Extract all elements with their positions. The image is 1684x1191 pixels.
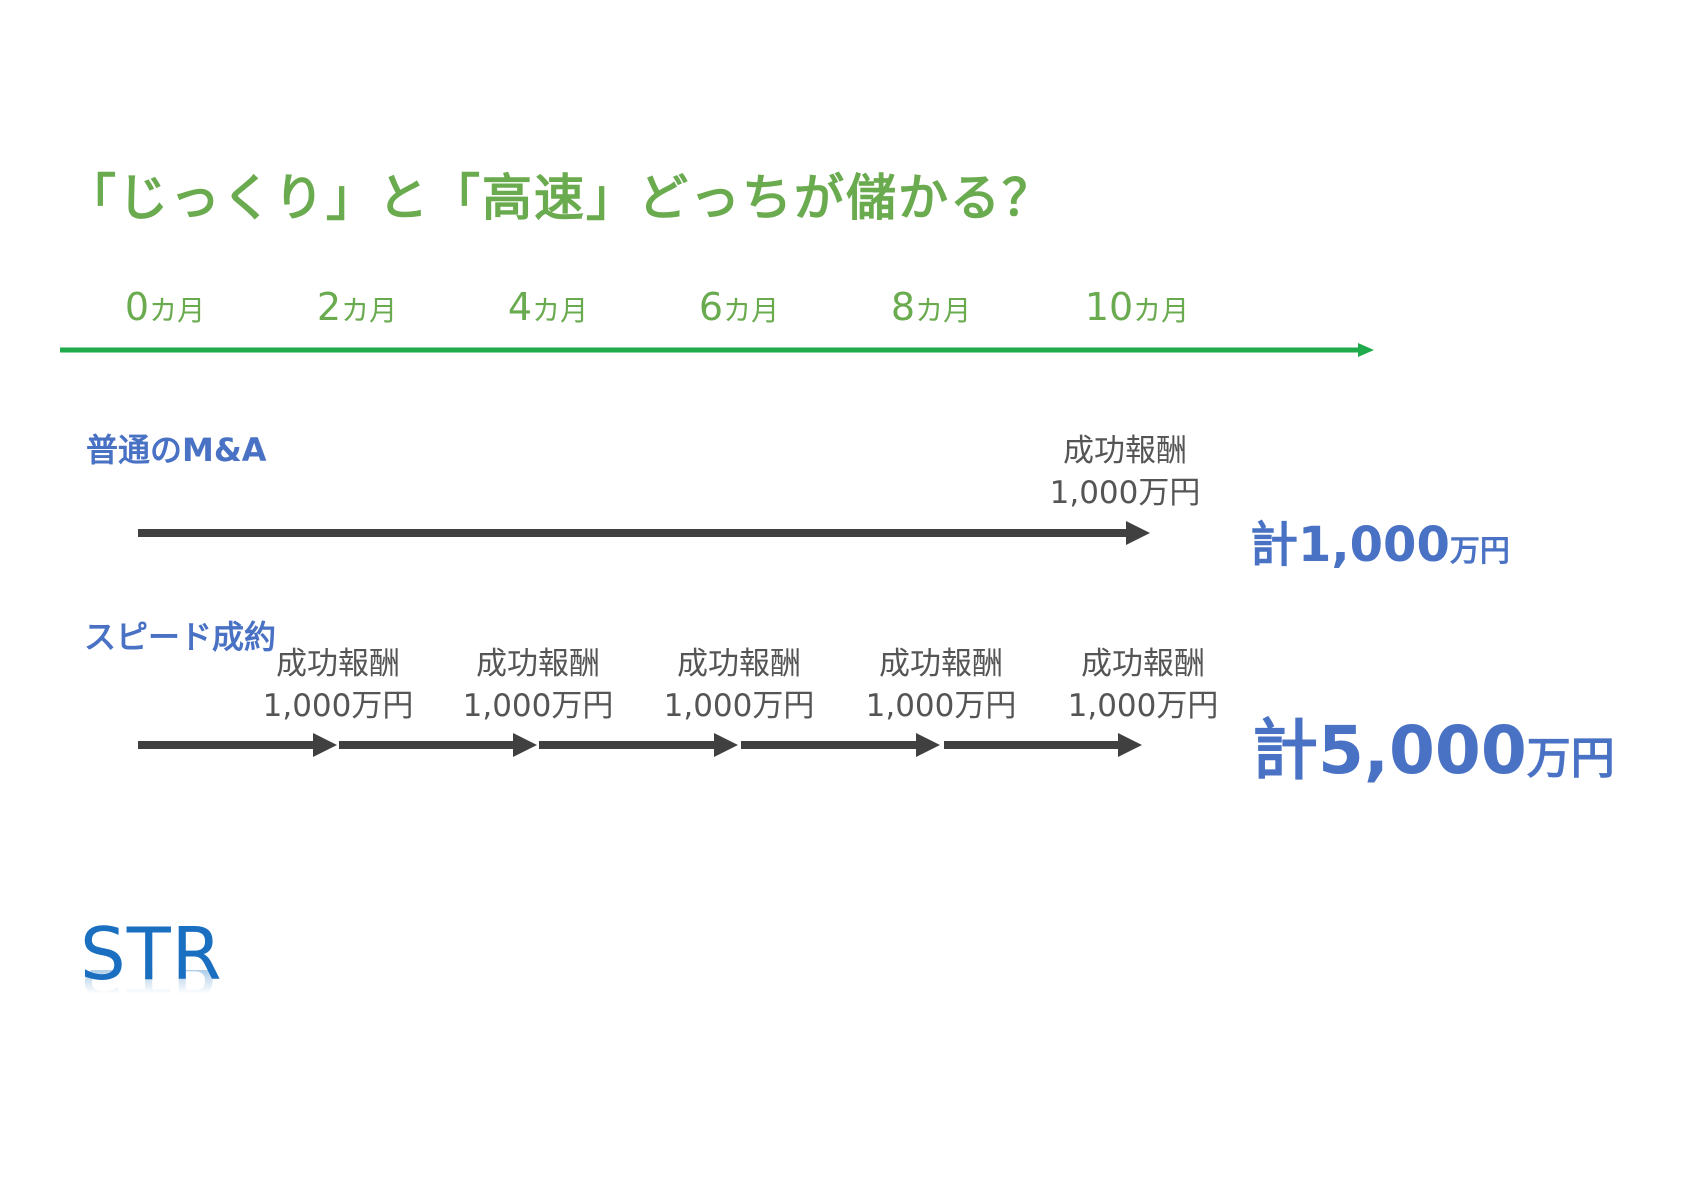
total-unit: 万円 <box>1526 733 1615 784</box>
str-logo: STR <box>80 912 223 996</box>
timeline-tick-6: 6カ月 <box>654 285 824 329</box>
timeline-arrowhead <box>1358 343 1374 357</box>
fee-title: 成功報酬 <box>879 646 1003 682</box>
timeline-tick-2: 2カ月 <box>272 285 442 329</box>
total-normal-ma: 計1,000万円 <box>1250 505 1510 575</box>
timeline-tick-0: 0カ月 <box>80 285 250 329</box>
tick-unit: カ月 <box>532 294 589 327</box>
timeline-tick-10: 10カ月 <box>1052 285 1222 329</box>
fee-title: 成功報酬 <box>476 646 600 682</box>
fee-title: 成功報酬 <box>1063 433 1187 469</box>
tick-unit: カ月 <box>149 294 206 327</box>
timeline-tick-8: 8カ月 <box>846 285 1016 329</box>
speed-arrow-5-head <box>1118 733 1142 757</box>
normal-ma-arrow-head <box>1126 521 1150 545</box>
fee-label-speed-3: 成功報酬 1,000万円 <box>644 643 834 727</box>
fee-label-speed-4: 成功報酬 1,000万円 <box>846 643 1036 727</box>
tick-unit: カ月 <box>1133 294 1190 327</box>
tick-number: 4 <box>507 285 533 329</box>
fee-amount: 1,000万円 <box>462 688 614 724</box>
tick-number: 8 <box>890 285 916 329</box>
speed-arrow-1-head <box>313 733 337 757</box>
fee-amount: 1,000万円 <box>262 688 414 724</box>
total-prefix: 計 <box>1250 517 1299 573</box>
tick-number: 6 <box>698 285 724 329</box>
fee-amount: 1,000万円 <box>865 688 1017 724</box>
tick-unit: カ月 <box>915 294 972 327</box>
fee-label-speed-1: 成功報酬 1,000万円 <box>243 643 433 727</box>
total-speed: 計5,000万円 <box>1252 697 1615 793</box>
tick-number: 2 <box>316 285 342 329</box>
speed-arrow-4-head <box>916 733 940 757</box>
speed-arrow-2-head <box>513 733 537 757</box>
fee-label-speed-5: 成功報酬 1,000万円 <box>1048 643 1238 727</box>
fee-amount: 1,000万円 <box>1067 688 1219 724</box>
fee-label-speed-2: 成功報酬 1,000万円 <box>443 643 633 727</box>
tick-number: 10 <box>1084 285 1134 329</box>
str-logo-reflection: STR <box>80 970 223 1010</box>
tick-unit: カ月 <box>723 294 780 327</box>
speed-arrow-3-head <box>714 733 738 757</box>
fee-title: 成功報酬 <box>1081 646 1205 682</box>
row-label-normal-ma: 普通のM&A <box>86 431 267 469</box>
fee-label-normal: 成功報酬 1,000万円 <box>1030 430 1220 514</box>
fee-amount: 1,000万円 <box>1049 475 1201 511</box>
tick-number: 0 <box>124 285 150 329</box>
fee-title: 成功報酬 <box>276 646 400 682</box>
timeline-tick-4: 4カ月 <box>463 285 633 329</box>
total-amount: 1,000 <box>1298 517 1450 573</box>
row-label-speed: スピード成約 <box>84 618 277 656</box>
total-amount: 5,000 <box>1318 712 1527 789</box>
page-title: 「じっくり」と「高速」どっちが儲かる？ <box>66 169 1054 227</box>
fee-title: 成功報酬 <box>677 646 801 682</box>
total-prefix: 計 <box>1252 712 1318 789</box>
total-unit: 万円 <box>1449 534 1510 569</box>
fee-amount: 1,000万円 <box>663 688 815 724</box>
tick-unit: カ月 <box>341 294 398 327</box>
